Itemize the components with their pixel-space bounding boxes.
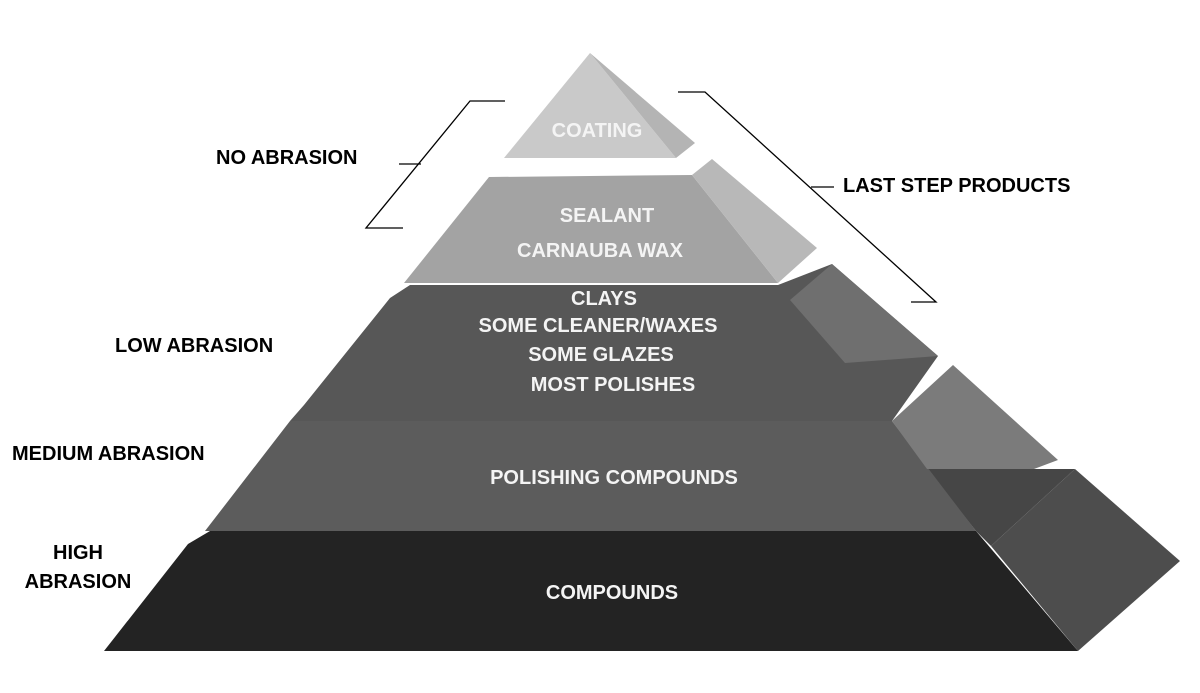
tier-compounds-side <box>991 469 1180 651</box>
tier-polishing-compounds-label: POLISHING COMPOUNDS <box>490 467 738 489</box>
tier-compounds-label: COMPOUNDS <box>546 582 678 604</box>
tier-compounds-front <box>104 531 1078 651</box>
high-abrasion-label-line1: HIGH <box>53 542 103 564</box>
last-step-bracket <box>678 91 938 303</box>
tier-sealant <box>404 159 817 283</box>
tier-compounds <box>104 469 1180 651</box>
tier-coating <box>504 53 695 158</box>
tier-compounds-side-upper <box>927 469 1075 546</box>
tier-polishing-compounds-front <box>205 421 976 531</box>
tier-polishes-label: MOST POLISHES <box>531 374 695 396</box>
tier-coating-label: COATING <box>552 120 643 142</box>
tier-sealant-label: SEALANT <box>560 205 654 227</box>
tier-cleaner-waxes-label: SOME CLEANER/WAXES <box>479 315 718 337</box>
tier-glazes-label: SOME GLAZES <box>528 344 674 366</box>
tier-sealant-side <box>692 159 817 283</box>
tier-coating-side <box>590 53 695 158</box>
tier-clays-label: CLAYS <box>571 288 637 310</box>
high-abrasion-label-line2: ABRASION <box>25 571 132 593</box>
tier-coating-front <box>504 53 676 158</box>
tier-low-abrasion-side <box>790 264 938 363</box>
tier-polishing-compounds <box>205 365 1058 531</box>
tier-carnauba-label: CARNAUBA WAX <box>517 240 684 262</box>
last-step-products-label: LAST STEP PRODUCTS <box>843 175 1070 197</box>
tier-sealant-front <box>404 175 778 283</box>
no-abrasion-label: NO ABRASION <box>216 147 357 169</box>
tier-low-abrasion-front <box>290 264 938 421</box>
tier-polishing-compounds-side <box>892 365 1058 469</box>
medium-abrasion-label: MEDIUM ABRASION <box>12 443 205 465</box>
low-abrasion-label: LOW ABRASION <box>115 335 273 357</box>
tier-low-abrasion <box>290 264 938 421</box>
